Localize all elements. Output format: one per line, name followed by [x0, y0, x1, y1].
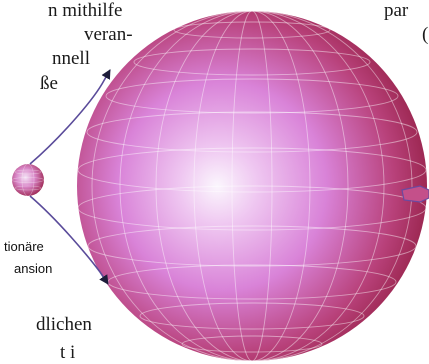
lower-expansion-arrow [29, 195, 109, 285]
expansion-label-line-2: ansion [14, 261, 53, 276]
left-text-line-3: nnell [52, 48, 90, 69]
left-text-line-6: t i [60, 342, 76, 363]
small-sphere [11, 163, 45, 197]
large-sphere [77, 11, 427, 361]
upper-expansion-arrow [29, 69, 111, 165]
right-text-line-1: par [384, 0, 409, 21]
left-text-line-5: dlichen [36, 314, 92, 335]
sphere-grid-lines [77, 11, 427, 361]
expansion-label-line-1: tionäre [4, 239, 44, 254]
left-text-line-1: n mithilfe [48, 0, 123, 21]
right-edge-fragment [401, 185, 429, 203]
left-text-line-4: ße [40, 73, 58, 94]
left-text-line-2: veran- [84, 24, 133, 45]
right-text-line-2: ( [422, 24, 429, 45]
